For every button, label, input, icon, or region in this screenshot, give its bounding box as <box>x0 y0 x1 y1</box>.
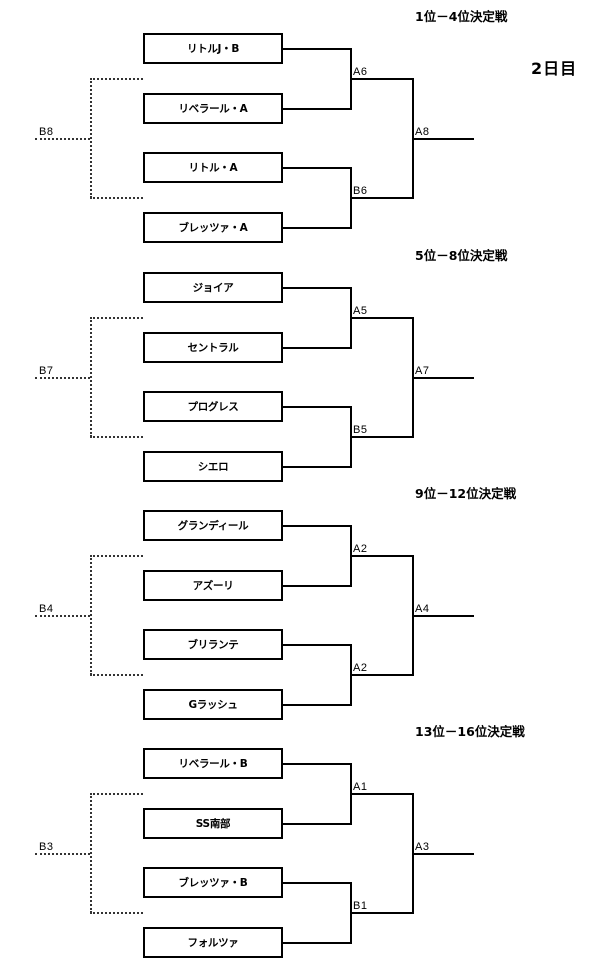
team-box: リトルJ・B <box>143 33 283 64</box>
match-label: A7 <box>415 365 430 377</box>
section-title: 5位－8位決定戦 <box>415 248 508 263</box>
connector-line <box>350 674 413 676</box>
connector-line <box>350 793 413 795</box>
team-box: フォルツァ <box>143 927 283 958</box>
dotted-connector <box>90 78 143 80</box>
team-box: ブレッツァ・B <box>143 867 283 898</box>
dotted-connector <box>90 78 92 198</box>
team-box: プログレス <box>143 391 283 422</box>
team-box: セントラル <box>143 332 283 363</box>
dotted-connector <box>90 674 143 676</box>
connector-line <box>412 615 474 617</box>
dotted-connector <box>90 197 143 199</box>
match-label: B5 <box>353 424 368 436</box>
connector-line <box>283 882 351 884</box>
match-label: A4 <box>415 603 430 615</box>
match-label: A5 <box>353 305 368 317</box>
match-label: A2 <box>353 662 368 674</box>
dotted-connector <box>90 317 143 319</box>
connector-line <box>283 942 351 944</box>
connector-line <box>283 585 351 587</box>
team-box: ジョイア <box>143 272 283 303</box>
section-title: 9位－12位決定戦 <box>415 486 517 501</box>
connector-line <box>350 317 413 319</box>
match-label: B1 <box>353 900 368 912</box>
dotted-connector <box>35 853 90 855</box>
bye-match-label: B7 <box>39 365 54 377</box>
connector-line <box>283 704 351 706</box>
team-box: リベラール・A <box>143 93 283 124</box>
connector-line <box>283 823 351 825</box>
connector-line <box>350 197 413 199</box>
connector-line <box>412 138 474 140</box>
team-box: ブリランテ <box>143 629 283 660</box>
match-label: A6 <box>353 66 368 78</box>
team-box: シエロ <box>143 451 283 482</box>
match-label: A1 <box>353 781 368 793</box>
dotted-connector <box>90 793 143 795</box>
connector-line <box>283 227 351 229</box>
connector-line <box>283 466 351 468</box>
connector-line <box>283 108 351 110</box>
connector-line <box>412 853 474 855</box>
team-box: グランディール <box>143 510 283 541</box>
team-box: リベラール・B <box>143 748 283 779</box>
section-title: 1位－4位決定戦 <box>415 9 508 24</box>
dotted-connector <box>90 317 92 437</box>
connector-line <box>412 377 474 379</box>
connector-line <box>283 167 351 169</box>
bye-match-label: B4 <box>39 603 54 615</box>
connector-line <box>283 48 351 50</box>
dotted-connector <box>35 615 90 617</box>
connector-line <box>350 555 413 557</box>
team-box: リトル・A <box>143 152 283 183</box>
connector-line <box>283 406 351 408</box>
day-label: 2日目 <box>531 59 578 78</box>
connector-line <box>283 763 351 765</box>
dotted-connector <box>35 377 90 379</box>
connector-line <box>350 912 413 914</box>
team-box: SS南部 <box>143 808 283 839</box>
bye-match-label: B3 <box>39 841 54 853</box>
dotted-connector <box>90 555 143 557</box>
team-box: ブレッツァ・A <box>143 212 283 243</box>
section-title: 13位－16位決定戦 <box>415 724 525 739</box>
dotted-connector <box>90 555 92 675</box>
dotted-connector <box>90 912 143 914</box>
dotted-connector <box>90 436 143 438</box>
connector-line <box>283 347 351 349</box>
team-box: アズーリ <box>143 570 283 601</box>
match-label: B6 <box>353 185 368 197</box>
connector-line <box>283 525 351 527</box>
dotted-connector <box>35 138 90 140</box>
connector-line <box>350 78 413 80</box>
team-box: Gラッシュ <box>143 689 283 720</box>
match-label: A8 <box>415 126 430 138</box>
match-label: A2 <box>353 543 368 555</box>
connector-line <box>283 644 351 646</box>
match-label: A3 <box>415 841 430 853</box>
connector-line <box>283 287 351 289</box>
dotted-connector <box>90 793 92 913</box>
connector-line <box>350 436 413 438</box>
bye-match-label: B8 <box>39 126 54 138</box>
